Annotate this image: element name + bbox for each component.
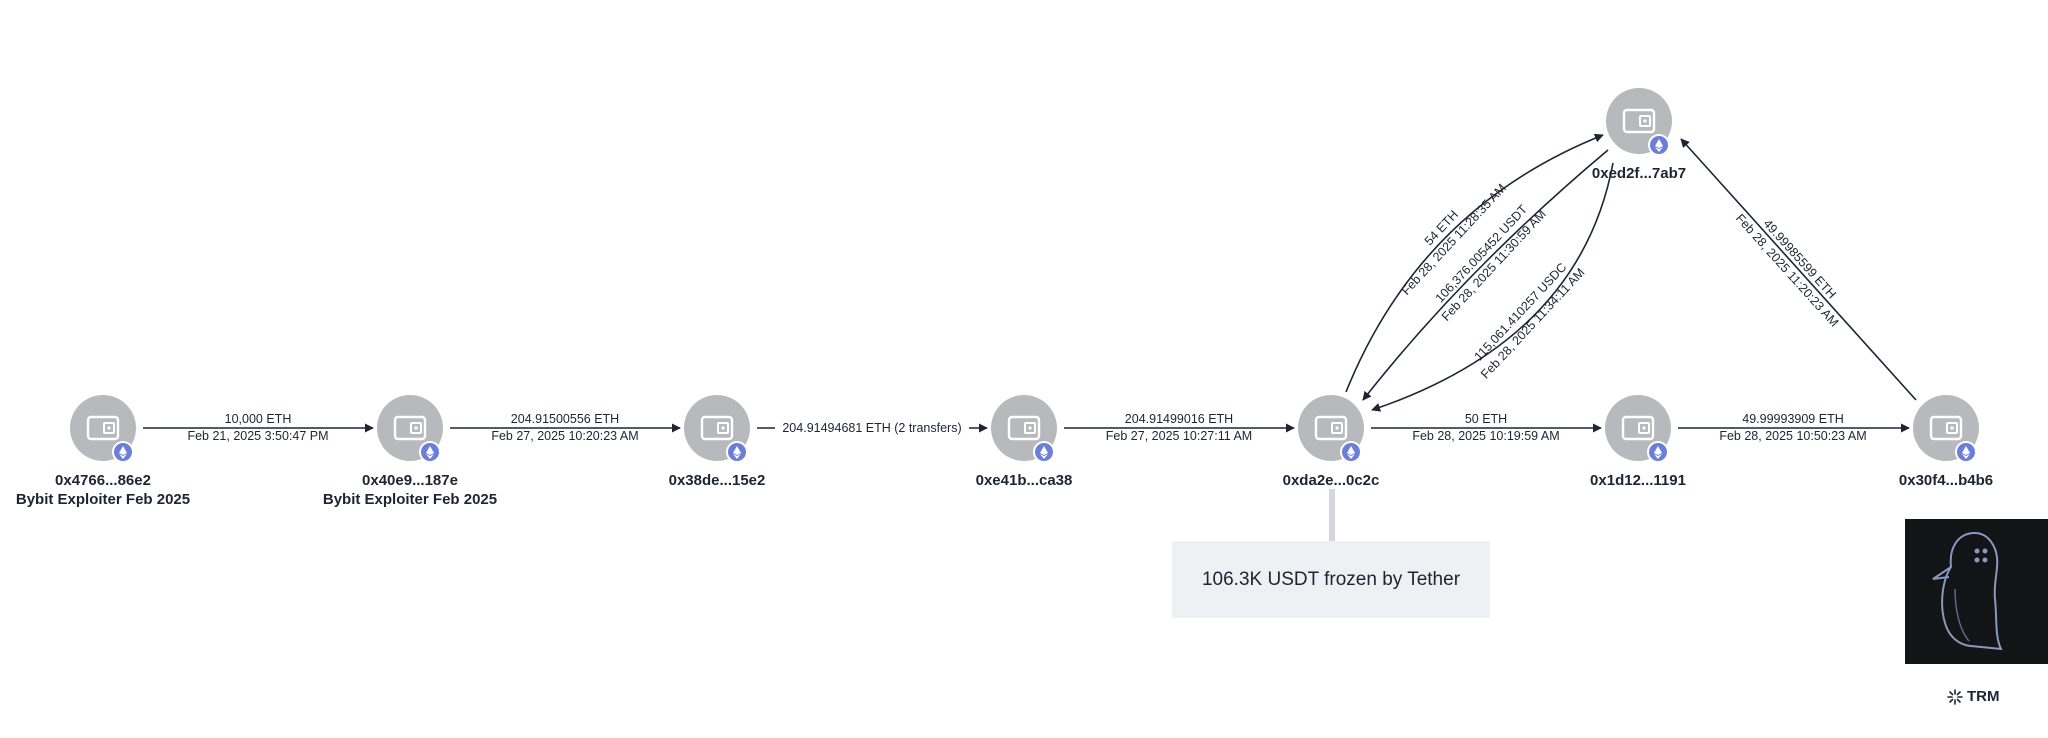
wallet-icon <box>393 415 427 441</box>
wallet-icon <box>1621 415 1655 441</box>
node-address: 0xda2e...0c2c <box>1282 472 1380 489</box>
edge-line <box>1371 162 1614 412</box>
edge-label: 10,000 ETH Feb 21, 2025 3:50:47 PM <box>187 412 328 443</box>
node-address: 0xe41b...ca38 <box>975 472 1073 489</box>
edge-label: 49.99993909 ETH Feb 28, 2025 10:50:23 AM <box>1719 412 1866 443</box>
edge-n6-n7[interactable]: 49.99993909 ETH Feb 28, 2025 10:50:23 AM <box>1678 412 1910 443</box>
node-n2[interactable] <box>377 395 443 463</box>
ethereum-icon <box>1340 441 1362 463</box>
node-n6[interactable] <box>1605 395 1671 463</box>
edge-date: Feb 28, 2025 10:50:23 AM <box>1719 429 1866 443</box>
node-entity-tag: Bybit Exploiter Feb 2025 <box>322 491 498 508</box>
edge-amount: 50 ETH <box>1465 412 1507 426</box>
trm-logo-icon <box>1947 688 1963 705</box>
edge-date: Feb 28, 2025 11:34:11 AM <box>1478 265 1587 381</box>
wallet-icon <box>1622 108 1656 134</box>
node-address: 0x4766...86e2 <box>55 472 151 489</box>
callout-connector <box>1329 489 1335 541</box>
node-label[interactable]: 0xda2e...0c2c <box>1283 471 1380 490</box>
edge-line <box>1680 138 1917 401</box>
node-address: 0x1d12...1191 <box>1590 472 1686 489</box>
edge-line <box>1362 149 1609 401</box>
node-address: 0x38de...15e2 <box>668 472 766 489</box>
node-label[interactable]: 0xe41b...ca38 <box>976 471 1073 490</box>
edge-line <box>1345 133 1604 393</box>
node-n3[interactable] <box>684 395 750 463</box>
edge-n5-n6[interactable]: 50 ETH Feb 28, 2025 10:19:59 AM <box>1371 412 1602 443</box>
edge-n4-n5[interactable]: 204.91499016 ETH Feb 27, 2025 10:27:11 AM <box>1064 412 1295 443</box>
node-address: 0x30f4...b4b6 <box>1898 472 1994 489</box>
ethereum-icon <box>1955 441 1977 463</box>
ethereum-icon <box>112 441 134 463</box>
node-n5[interactable] <box>1298 395 1364 463</box>
edge-label: 204.91494681 ETH (2 transfers) <box>775 419 969 437</box>
penguin-icon <box>1932 531 2003 651</box>
node-entity-tag: Bybit Exploiter Feb 2025 <box>15 491 191 508</box>
wallet-icon <box>86 415 120 441</box>
frozen-funds-callout: 106.3K USDT frozen by Tether <box>1172 541 1490 618</box>
wallet-icon <box>1007 415 1041 441</box>
edge-n1-n2[interactable]: 10,000 ETH Feb 21, 2025 3:50:47 PM <box>143 412 374 443</box>
node-n7[interactable] <box>1913 395 1979 463</box>
edge-amount: 204.91499016 ETH <box>1125 412 1233 426</box>
node-label[interactable]: 0xed2f...7ab7 <box>1592 164 1686 183</box>
node-address: 0xed2f...7ab7 <box>1591 165 1687 182</box>
node-address: 0x40e9...187e <box>362 472 458 489</box>
ethereum-icon <box>419 441 441 463</box>
edge-label: 204.91499016 ETH Feb 27, 2025 10:27:11 AM <box>1106 412 1252 443</box>
wallet-icon <box>1314 415 1348 441</box>
node-n1[interactable] <box>70 395 136 463</box>
edge-date: Feb 21, 2025 3:50:47 PM <box>187 429 328 443</box>
edge-amount: 10,000 ETH <box>225 412 292 426</box>
node-label[interactable]: 0x38de...15e2 <box>669 471 766 490</box>
mascot-image <box>1905 519 2048 664</box>
edge-date: Feb 27, 2025 10:20:23 AM <box>491 429 638 443</box>
ethereum-icon <box>1033 441 1055 463</box>
brand-name: TRM <box>1967 688 2000 705</box>
edge-amount: 204.91494681 ETH (2 transfers) <box>782 421 961 435</box>
ethereum-icon <box>1648 134 1670 156</box>
ethereum-icon <box>726 441 748 463</box>
edge-date: Feb 28, 2025 10:19:59 AM <box>1412 429 1559 443</box>
edge-date: Feb 27, 2025 10:27:11 AM <box>1106 429 1252 443</box>
edge-amount: 49.99993909 ETH <box>1742 412 1843 426</box>
edge-label: 50 ETH Feb 28, 2025 10:19:59 AM <box>1412 412 1559 443</box>
edge-label: 204.91500556 ETH Feb 27, 2025 10:20:23 AM <box>491 412 638 443</box>
node-label[interactable]: 0x30f4...b4b6 <box>1899 471 1993 490</box>
node-n8[interactable] <box>1606 88 1672 156</box>
edge-label-bg <box>775 419 969 437</box>
wallet-icon <box>700 415 734 441</box>
brand-logo: TRM <box>1947 688 2000 705</box>
node-label[interactable]: 0x1d12...1191 <box>1590 471 1686 490</box>
ethereum-icon <box>1647 441 1669 463</box>
node-n4[interactable] <box>991 395 1057 463</box>
edge-n2-n3[interactable]: 204.91500556 ETH Feb 27, 2025 10:20:23 AM <box>450 412 681 443</box>
edge-n3-n4[interactable]: 204.91494681 ETH (2 transfers) <box>757 419 988 437</box>
callout-text: 106.3K USDT frozen by Tether <box>1201 568 1461 590</box>
wallet-icon <box>1929 415 1963 441</box>
edge-date: Feb 28, 2025 11:20:23 AM <box>1733 211 1841 329</box>
edge-amount: 204.91500556 ETH <box>511 412 619 426</box>
